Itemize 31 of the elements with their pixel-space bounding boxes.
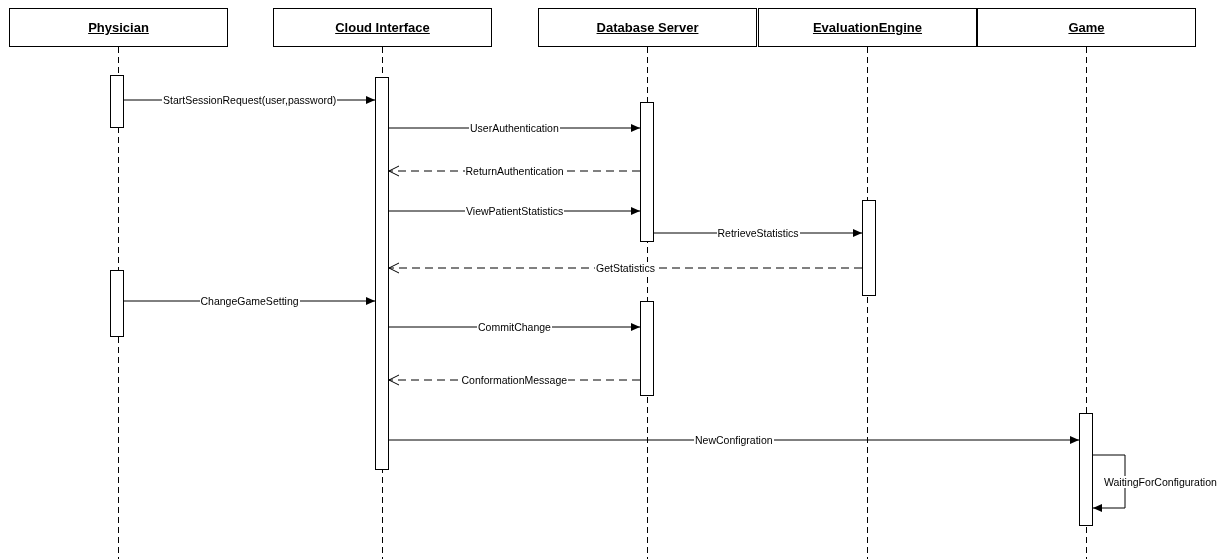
message-label: ChangeGameSetting (199, 295, 300, 307)
message-label: WaitingForConfiguration (1103, 475, 1218, 488)
activation-bar (375, 77, 389, 470)
message-label: ViewPatientStatistics (465, 205, 565, 217)
participant-name: EvaluationEngine (812, 20, 923, 35)
lifeline-header (758, 8, 977, 47)
message-label: ConformationMessage (460, 374, 569, 386)
message-label: StartSessionRequest(user,password) (162, 94, 338, 106)
lifeline-header (9, 8, 228, 47)
activation-bar (640, 102, 654, 242)
lifeline-header (977, 8, 1196, 47)
activation-bar (1079, 413, 1093, 526)
participant-name: Database Server (596, 20, 699, 35)
participant-name: Physician (88, 20, 149, 35)
message-label: UserAuthentication (469, 122, 560, 134)
message-arrow (388, 436, 1080, 444)
message-label: CommitChange (477, 321, 552, 333)
message-label: ReturnAuthentication (464, 165, 565, 177)
participant-name: Game (1068, 20, 1105, 35)
activation-bar (110, 270, 124, 337)
participant-name: Cloud Interface (335, 20, 430, 35)
activation-bar (862, 200, 876, 296)
message-label: NewConfigration (694, 434, 774, 446)
message-label: GetStatistics (595, 262, 656, 274)
message-label: RetrieveStatistics (716, 227, 800, 239)
lifeline-header (538, 8, 757, 47)
return-message-arrow (388, 262, 863, 274)
activation-bar (640, 301, 654, 396)
message-arrow (1092, 454, 1126, 512)
lifeline-header (273, 8, 492, 47)
activation-bar (110, 75, 124, 128)
